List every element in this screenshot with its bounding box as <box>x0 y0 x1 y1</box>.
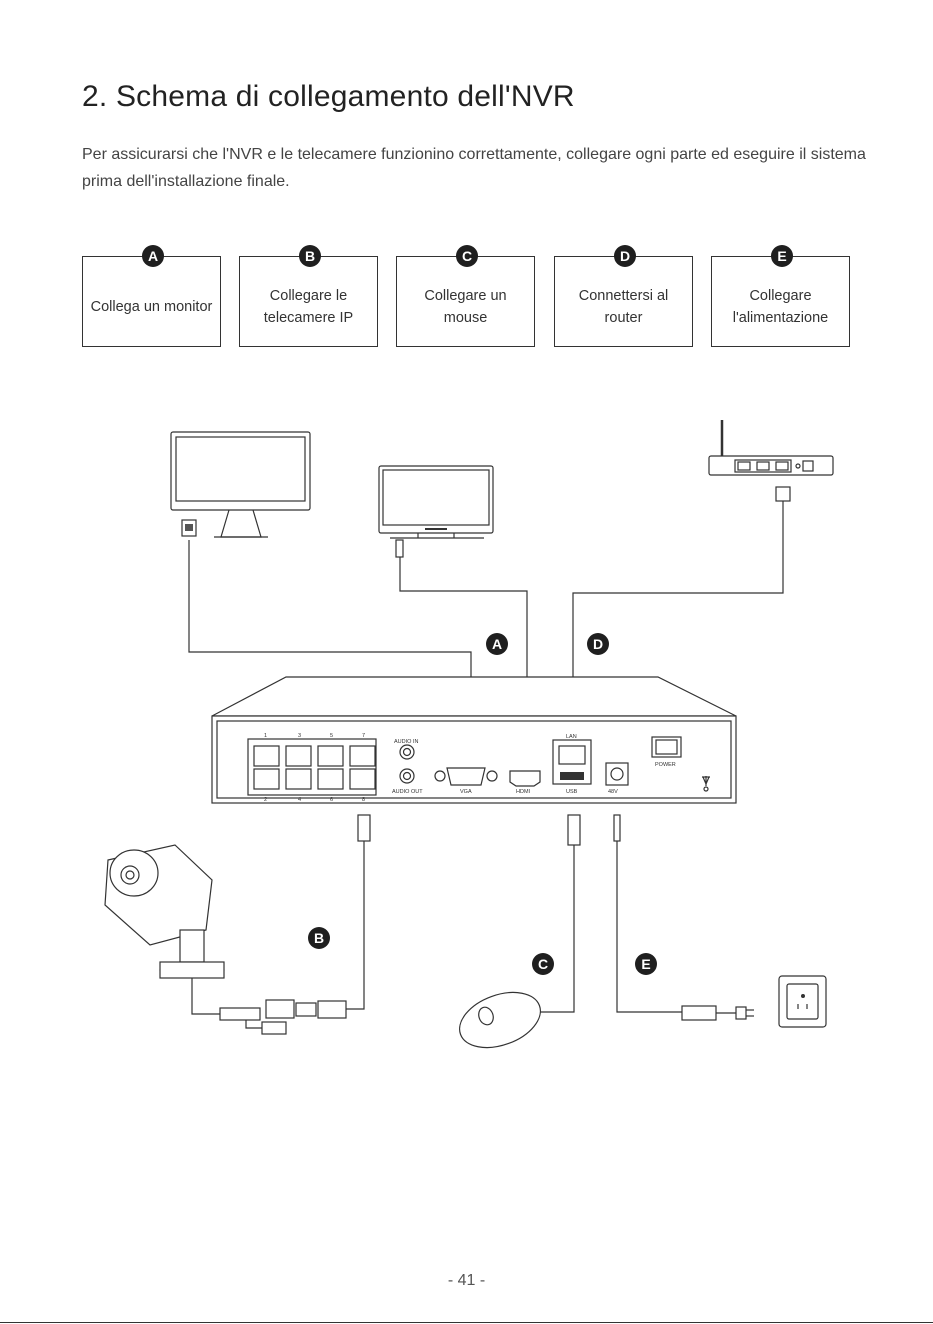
lan-label: LAN <box>566 734 577 740</box>
step-badge: B <box>299 245 321 267</box>
ip-camera-icon <box>104 844 347 1035</box>
step-box-router: D Connettersi al router <box>554 245 693 347</box>
step-box-ip-cameras: B Collegare le telecamere IP <box>239 245 378 347</box>
step-label: Collegare un mouse <box>424 287 507 326</box>
hdmi-label: HDMI <box>516 789 531 795</box>
step-label: Collegare le telecamere IP <box>263 287 354 326</box>
diagram-badge-c: C <box>532 953 554 975</box>
step-label: Collega un monitor <box>90 298 213 315</box>
audio-out-label: AUDIO OUT <box>392 789 423 795</box>
mouse-icon <box>459 991 541 1049</box>
wall-outlet-icon <box>778 975 827 1028</box>
poe-label-bottom-2: 2 <box>264 797 267 803</box>
diagram-badge-e: E <box>635 953 657 975</box>
dc-label: 48V <box>608 789 618 795</box>
poe-label-bottom-6: 6 <box>330 797 333 803</box>
nvr-device <box>211 676 737 804</box>
diagram-badge-b: B <box>308 927 330 949</box>
poe-ports <box>253 745 376 790</box>
page-number: - 41 - <box>447 1272 486 1289</box>
vga-label: VGA <box>460 789 472 795</box>
poe-label-top-5: 5 <box>330 733 333 739</box>
monitor-small-icon <box>378 465 494 558</box>
connection-diagram: 1 3 5 7 2 4 6 8 AUDIO IN AUDIO OUT VGA H… <box>104 420 834 1049</box>
step-badge: A <box>142 245 164 267</box>
intro-paragraph: Per assicurarsi che l'NVR e le telecamer… <box>82 146 866 190</box>
page-title: 2. Schema di collegamento dell'NVR <box>82 80 575 113</box>
audio-in-label: AUDIO IN <box>394 739 418 745</box>
step-badge: E <box>771 245 793 267</box>
router-icon <box>708 420 834 502</box>
step-box-monitor: A Collega un monitor <box>82 245 221 347</box>
poe-label-top-7: 7 <box>362 733 365 739</box>
step-box-mouse: C Collegare un mouse <box>396 245 535 347</box>
poe-label-top-1: 1 <box>264 733 267 739</box>
step-box-power: E Collegare l'alimentazione <box>711 245 850 347</box>
diagram-badge-a: A <box>486 633 508 655</box>
power-label: POWER <box>655 762 676 768</box>
poe-label-bottom-8: 8 <box>362 797 365 803</box>
step-badge: C <box>456 245 478 267</box>
poe-label-top-3: 3 <box>298 733 301 739</box>
step-label: Collegare l'alimentazione <box>732 287 829 326</box>
power-adapter-icon <box>681 1005 754 1021</box>
usb-label: USB <box>566 789 578 795</box>
diagram-badge-d: D <box>587 633 609 655</box>
step-label: Connettersi al router <box>578 287 669 326</box>
step-badge: D <box>614 245 636 267</box>
monitor-large-icon <box>170 431 311 538</box>
poe-label-bottom-4: 4 <box>298 797 301 803</box>
footer-divider <box>0 1322 933 1323</box>
